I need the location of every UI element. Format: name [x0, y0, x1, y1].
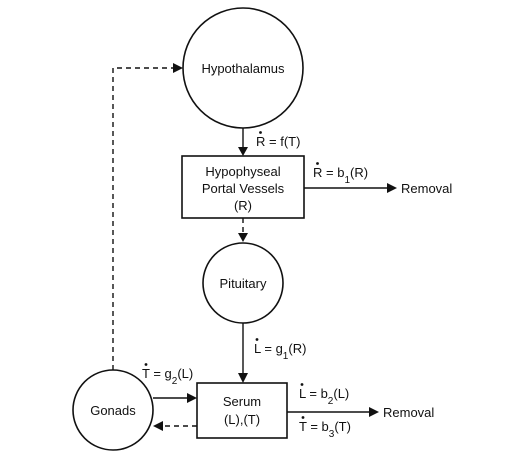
gonads-label: Gonads — [90, 403, 136, 418]
equation-t-removal: T = b3(T) — [299, 416, 351, 440]
hypophyseal-label-line3: (R) — [234, 198, 252, 213]
pituitary-node: Pituitary — [202, 242, 284, 324]
svg-text:T = b3(T): T = b3(T) — [299, 419, 351, 440]
hypothalamus-label: Hypothalamus — [201, 61, 285, 76]
equation-l-input: L = g1(R) — [254, 338, 306, 362]
arrow-hypothalamus-to-hypophyseal — [238, 128, 248, 156]
svg-text:T = g2(L): T = g2(L) — [142, 366, 193, 387]
removal-label-top: Removal — [401, 181, 452, 196]
hypophyseal-portal-vessels-box: Hypophyseal Portal Vessels (R) — [181, 155, 305, 219]
dashed-arrow-hypophyseal-to-pituitary — [238, 218, 248, 242]
hypophyseal-label-line1: Hypophyseal — [205, 164, 280, 179]
equation-r-removal: R = b1(R) — [313, 162, 368, 186]
svg-text:R = b1(R): R = b1(R) — [313, 165, 368, 186]
pituitary-label: Pituitary — [220, 276, 267, 291]
serum-label-line2: (L),(T) — [224, 412, 260, 427]
arrow-serum-to-removal — [287, 407, 379, 417]
serum-box: Serum (L),(T) — [196, 382, 288, 439]
equation-r-rate: R = f(T) — [256, 131, 300, 149]
gonads-node: Gonads — [72, 369, 154, 451]
dashed-arrow-serum-to-gonads — [153, 421, 197, 431]
removal-label-bottom: Removal — [383, 405, 434, 420]
arrow-pituitary-to-serum — [238, 323, 248, 383]
svg-text:L = g1(R): L = g1(R) — [254, 341, 306, 362]
svg-text:L = b2(L): L = b2(L) — [299, 386, 349, 407]
dashed-feedback-gonads-to-hypothalamus — [112, 63, 183, 370]
arrow-gonads-to-serum — [153, 393, 197, 403]
hypothalamus-node: Hypothalamus — [182, 7, 304, 129]
equation-l-removal: L = b2(L) — [299, 383, 349, 407]
arrow-hypophyseal-to-removal — [304, 183, 397, 193]
serum-label-line1: Serum — [223, 394, 261, 409]
equation-t-input: T = g2(L) — [142, 363, 193, 387]
svg-text:R = f(T): R = f(T) — [256, 134, 300, 149]
hypophyseal-label-line2: Portal Vessels — [202, 181, 285, 196]
